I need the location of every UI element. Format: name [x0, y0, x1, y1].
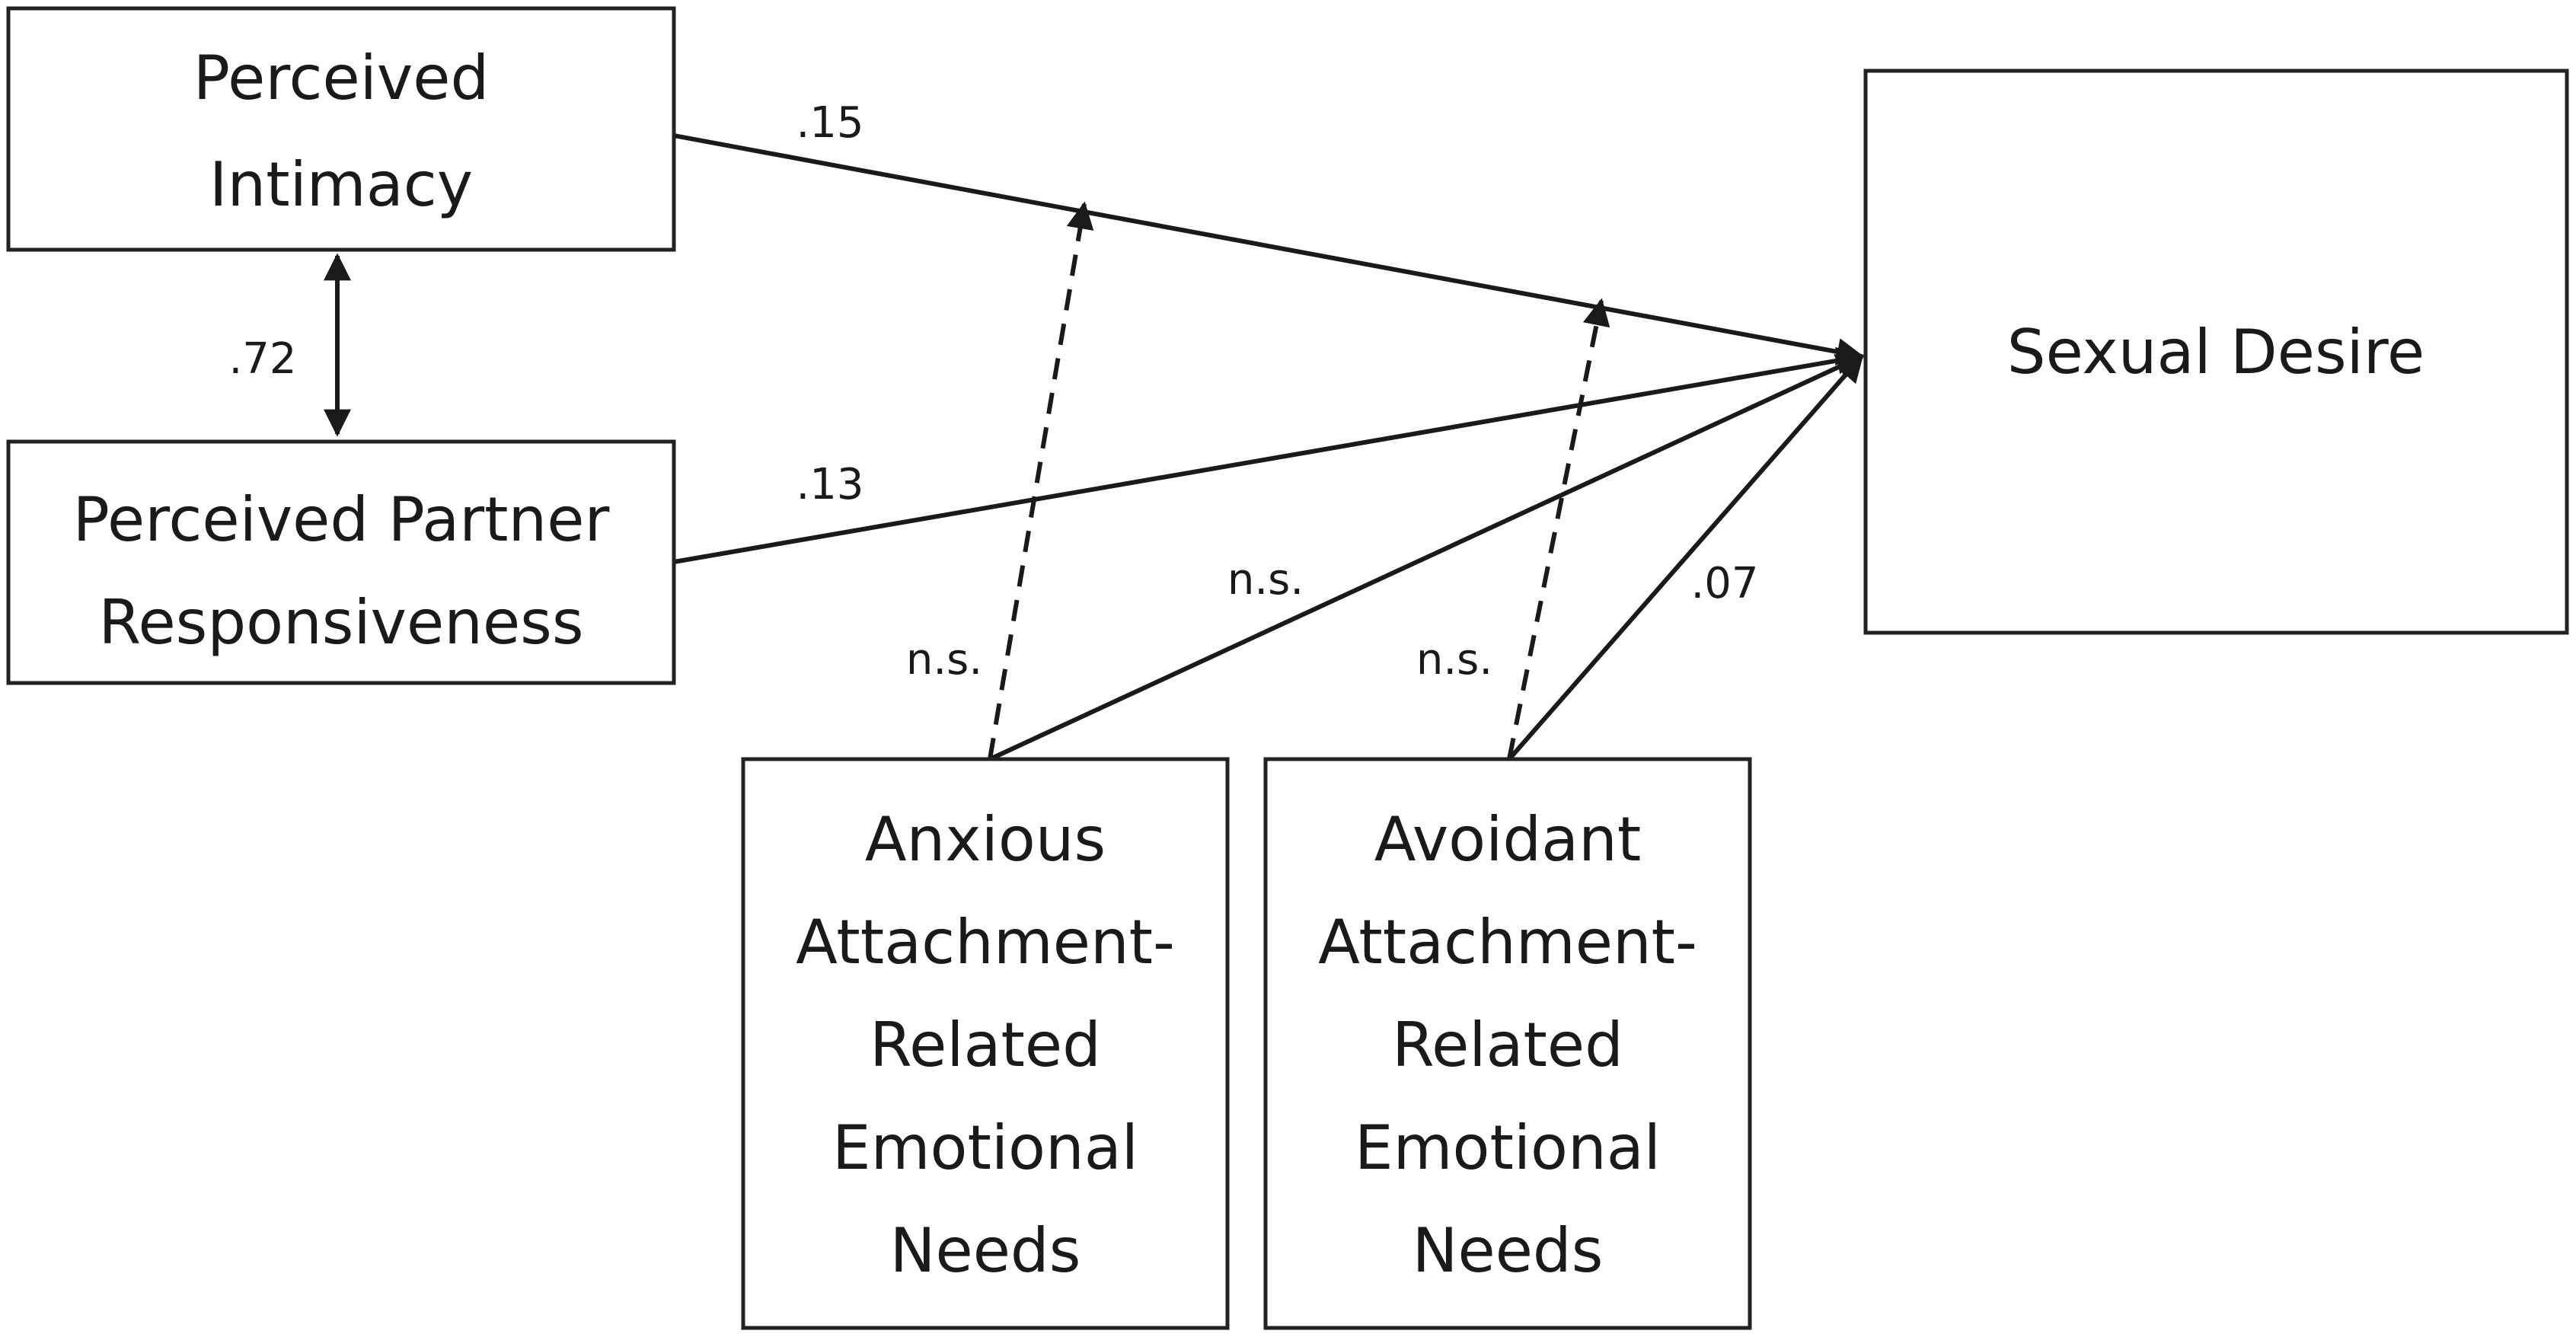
- node-label: Perceived Partner: [73, 484, 610, 555]
- node-label: Sexual Desire: [2007, 317, 2424, 388]
- node-label: Needs: [890, 1215, 1081, 1286]
- node-perceived-partner-responsiveness: Perceived Partner Responsiveness: [6, 439, 676, 685]
- node-label: Attachment-: [796, 907, 1175, 978]
- node-anxious-attachment-needs: Anxious Attachment- Related Emotional Ne…: [741, 757, 1230, 1330]
- path-avoidant-desire: [1507, 354, 1864, 761]
- coef-anxious-desire: n.s.: [1227, 555, 1304, 605]
- node-label: Needs: [1412, 1215, 1604, 1286]
- node-label: Emotional: [832, 1112, 1138, 1183]
- coef-avoidant-moderation: n.s.: [1416, 635, 1492, 685]
- coef-responsiveness-desire: .13: [796, 460, 863, 509]
- moderation-anxious: [988, 201, 1094, 760]
- node-label: Related: [1392, 1010, 1623, 1080]
- coef-intimacy-desire: .15: [796, 98, 863, 148]
- node-label: Related: [870, 1010, 1101, 1080]
- node-avoidant-attachment-needs: Avoidant Attachment- Related Emotional N…: [1263, 757, 1752, 1330]
- node-sexual-desire: Sexual Desire: [1863, 69, 2569, 635]
- node-label: Anxious: [865, 804, 1106, 875]
- coef-anxious-moderation: n.s.: [906, 635, 982, 685]
- coef-avoidant-desire: .07: [1690, 559, 1758, 608]
- node-perceived-intimacy: Perceived Intimacy: [6, 6, 676, 252]
- moderation-avoidant: [1507, 298, 1610, 760]
- node-label: Emotional: [1355, 1112, 1661, 1183]
- node-label: Intimacy: [209, 149, 473, 220]
- node-label: Perceived: [193, 43, 490, 113]
- node-label: Avoidant: [1374, 804, 1641, 875]
- path-responsiveness-desire: [673, 346, 1865, 564]
- path-anxious-desire: [988, 354, 1865, 761]
- node-label: Attachment-: [1318, 907, 1697, 978]
- coef-intimacy-responsiveness: .72: [228, 334, 296, 384]
- node-label: Responsiveness: [98, 587, 583, 658]
- path-intimacy-desire: [673, 133, 1865, 365]
